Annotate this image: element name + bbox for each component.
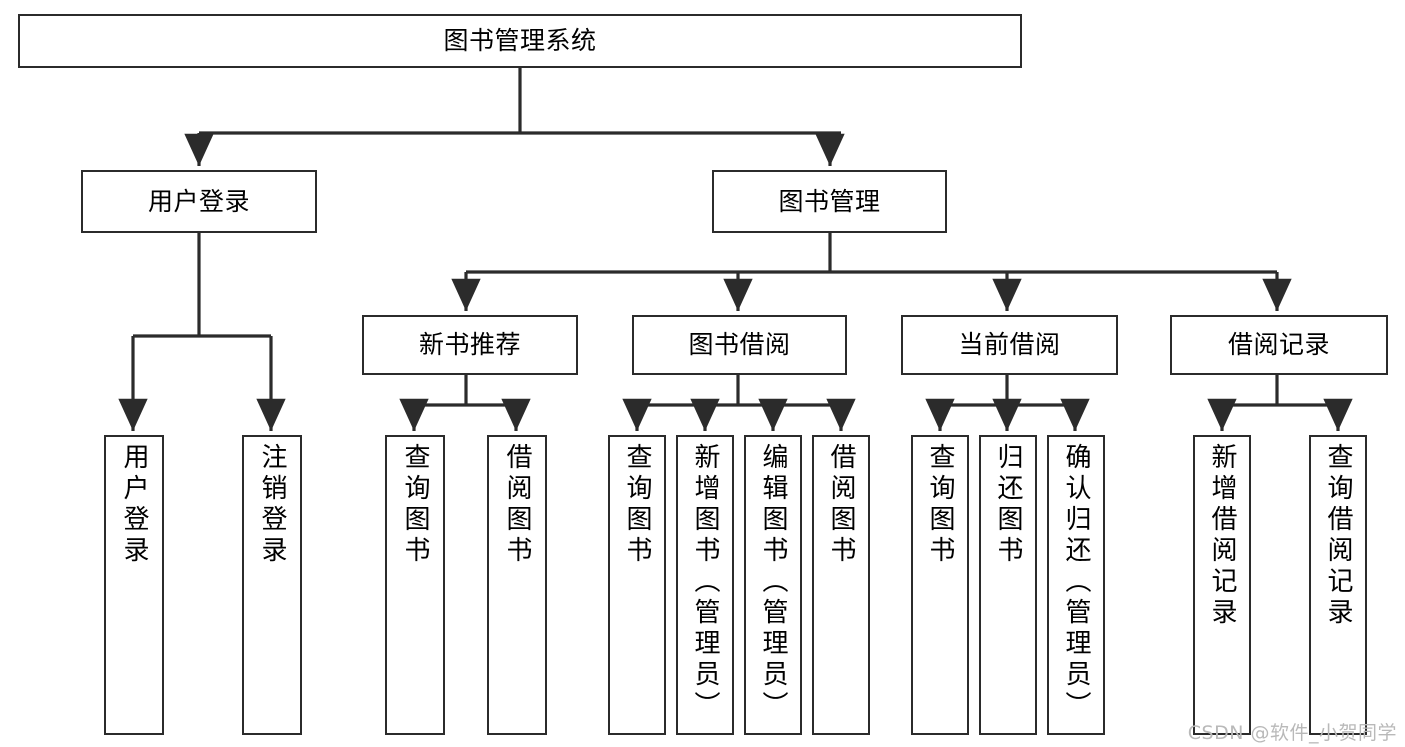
leaf-current-borrow-return-books[interactable]: 归还图书 xyxy=(979,435,1037,735)
node-label: 查询图书 xyxy=(622,443,652,567)
node-label: 新增图书（管理员） xyxy=(690,443,720,722)
leaf-current-borrow-confirm-return-admin[interactable]: 确认归还（管理员） xyxy=(1047,435,1105,735)
leaf-book-borrow-add-book-admin[interactable]: 新增图书（管理员） xyxy=(676,435,734,735)
leaf-new-book-query-books[interactable]: 查询图书 xyxy=(385,435,445,735)
node-book-management[interactable]: 图书管理 xyxy=(712,170,947,233)
node-label: 查询图书 xyxy=(400,443,430,567)
leaf-current-borrow-query-books[interactable]: 查询图书 xyxy=(911,435,969,735)
node-label: 用户登录 xyxy=(119,443,149,567)
node-user-login[interactable]: 用户登录 xyxy=(81,170,317,233)
node-label: 确认归还（管理员） xyxy=(1061,443,1091,722)
node-current-borrow[interactable]: 当前借阅 xyxy=(901,315,1118,375)
node-label: 注销登录 xyxy=(257,443,287,567)
leaf-borrow-records-query-record[interactable]: 查询借阅记录 xyxy=(1309,435,1367,735)
node-label: 查询借阅记录 xyxy=(1323,443,1353,629)
leaf-book-borrow-borrow-books[interactable]: 借阅图书 xyxy=(812,435,870,735)
leaf-new-book-borrow-books[interactable]: 借阅图书 xyxy=(487,435,547,735)
node-label: 新书推荐 xyxy=(418,330,521,360)
node-label: 用户登录 xyxy=(147,186,250,216)
node-label: 编辑图书（管理员） xyxy=(758,443,788,722)
leaf-book-borrow-edit-book-admin[interactable]: 编辑图书（管理员） xyxy=(744,435,802,735)
node-root-book-management-system[interactable]: 图书管理系统 xyxy=(18,14,1022,68)
node-label: 图书管理系统 xyxy=(443,26,597,56)
node-label: 归还图书 xyxy=(993,443,1023,567)
node-label: 图书管理 xyxy=(778,186,881,216)
node-label: 借阅图书 xyxy=(826,443,856,567)
leaf-user-login-login[interactable]: 用户登录 xyxy=(104,435,164,735)
node-borrow-records[interactable]: 借阅记录 xyxy=(1170,315,1388,375)
node-label: 借阅图书 xyxy=(502,443,532,567)
leaf-user-login-logout[interactable]: 注销登录 xyxy=(242,435,302,735)
node-label: 查询图书 xyxy=(925,443,955,567)
node-book-borrow[interactable]: 图书借阅 xyxy=(632,315,847,375)
node-label: 当前借阅 xyxy=(958,330,1061,360)
node-new-book-recommend[interactable]: 新书推荐 xyxy=(362,315,578,375)
node-label: 借阅记录 xyxy=(1227,330,1330,360)
leaf-book-borrow-query-books[interactable]: 查询图书 xyxy=(608,435,666,735)
node-label: 新增借阅记录 xyxy=(1207,443,1237,629)
node-label: 图书借阅 xyxy=(688,330,791,360)
leaf-borrow-records-add-record[interactable]: 新增借阅记录 xyxy=(1193,435,1251,735)
csdn-watermark: CSDN @软件_小贺同学 xyxy=(1187,722,1397,744)
